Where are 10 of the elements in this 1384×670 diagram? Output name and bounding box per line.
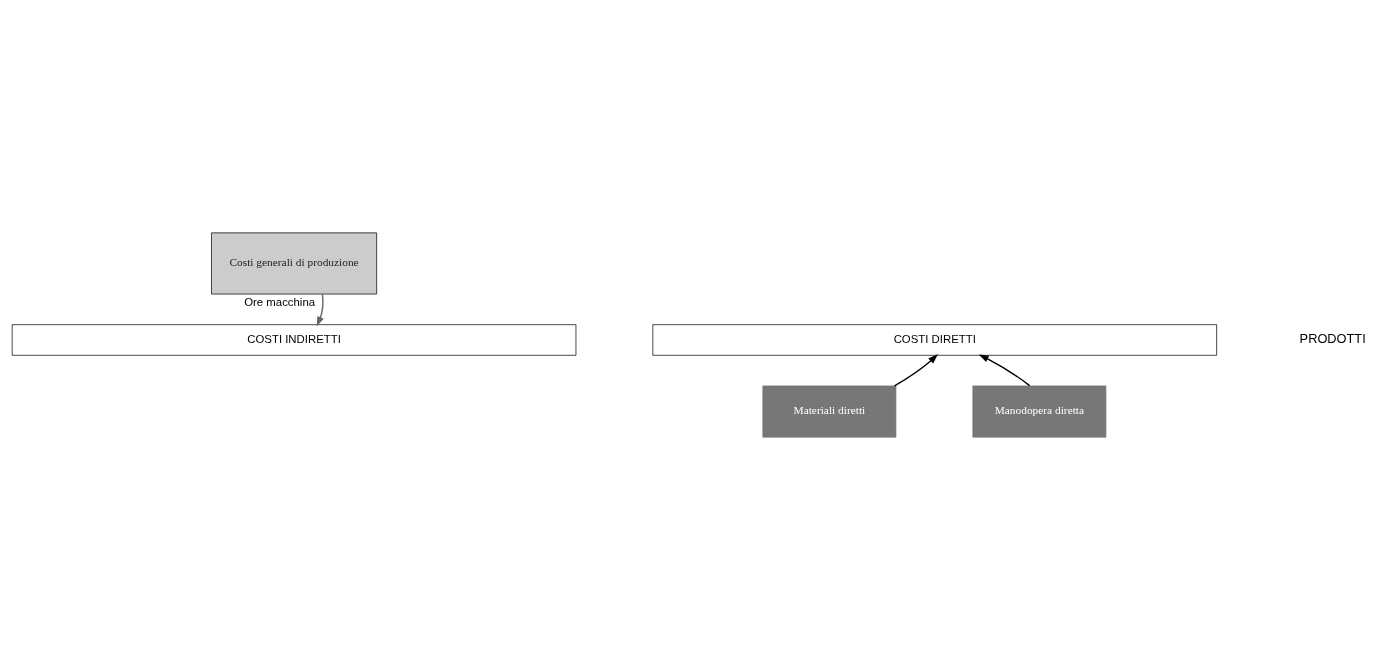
node-box: Manodopera diretta: [972, 385, 1107, 438]
node-box: COSTI INDIRETTI: [11, 324, 577, 356]
arrow: [316, 293, 324, 327]
arrow: [978, 354, 1031, 387]
node-box: COSTI DIRETTI: [652, 324, 1217, 356]
label: PRODOTTI: [1299, 331, 1366, 347]
node-box: Materiali diretti: [762, 385, 897, 438]
node-box: Costi generali di produzione: [211, 232, 377, 295]
edge-label: Ore macchina: [244, 295, 316, 308]
arrow: [893, 354, 939, 387]
